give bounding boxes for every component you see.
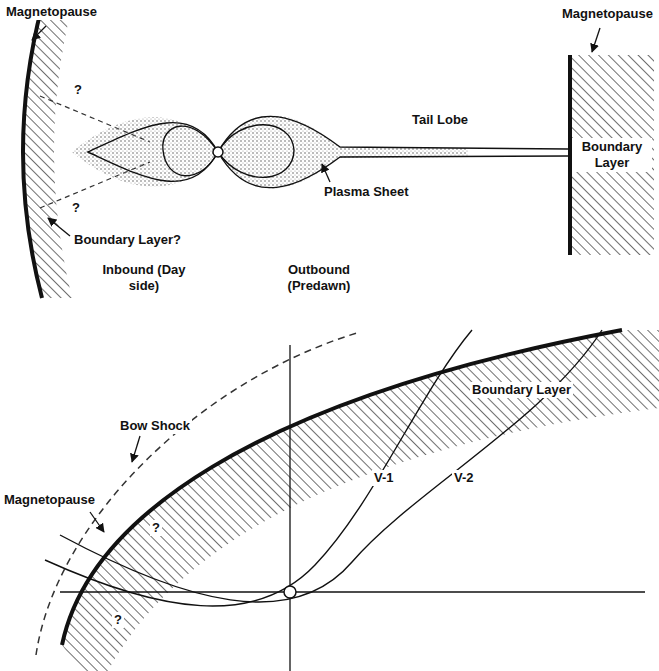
question-mark: ? — [72, 82, 84, 98]
dayside-plasma — [72, 117, 218, 186]
region-label: Boundary Layer — [572, 138, 652, 171]
field-line — [88, 123, 218, 182]
region-label: Magnetopause — [2, 492, 97, 508]
field-line — [218, 125, 294, 178]
leader-line — [90, 512, 104, 532]
region-label: Boundary Layer? — [72, 232, 183, 248]
panel-label: Outbound (Predawn) — [272, 262, 366, 293]
boundary-layer-band — [62, 330, 659, 671]
leader-line — [32, 26, 46, 40]
axis-line — [289, 345, 290, 671]
boundary-layer-hatch — [23, 6, 72, 298]
question-mark: ? — [150, 520, 162, 536]
region-label: Boundary Layer — [470, 382, 573, 398]
region-label: Tail Lobe — [410, 112, 470, 128]
tail-field-line — [218, 116, 568, 152]
trajectory — [60, 330, 602, 602]
leader-line — [322, 164, 330, 182]
leader-line — [48, 218, 70, 236]
trajectory-label: V-1 — [372, 470, 396, 486]
field-line — [163, 126, 218, 176]
question-mark: ? — [112, 612, 124, 628]
axis-line — [60, 591, 645, 592]
trajectory-label: V-2 — [452, 470, 476, 486]
tail-field-line — [218, 152, 568, 188]
region-label: Magnetopause — [560, 6, 655, 22]
region-label: Magnetopause — [4, 4, 99, 20]
boundary-layer-region: Boundary Layer — [568, 55, 656, 255]
panel-label: Inbound (Day side) — [100, 262, 188, 293]
magnetopause-line — [23, 6, 42, 298]
hatch-fill — [568, 55, 654, 255]
trajectory — [45, 330, 472, 606]
region-label: Plasma Sheet — [322, 184, 411, 200]
region-label: Bow Shock — [118, 418, 192, 434]
earth — [284, 586, 296, 598]
leader-line — [592, 28, 600, 52]
leader-line — [132, 436, 140, 462]
magnetopause-line — [62, 330, 622, 645]
question-mark: ? — [70, 200, 82, 216]
earth — [213, 147, 223, 157]
